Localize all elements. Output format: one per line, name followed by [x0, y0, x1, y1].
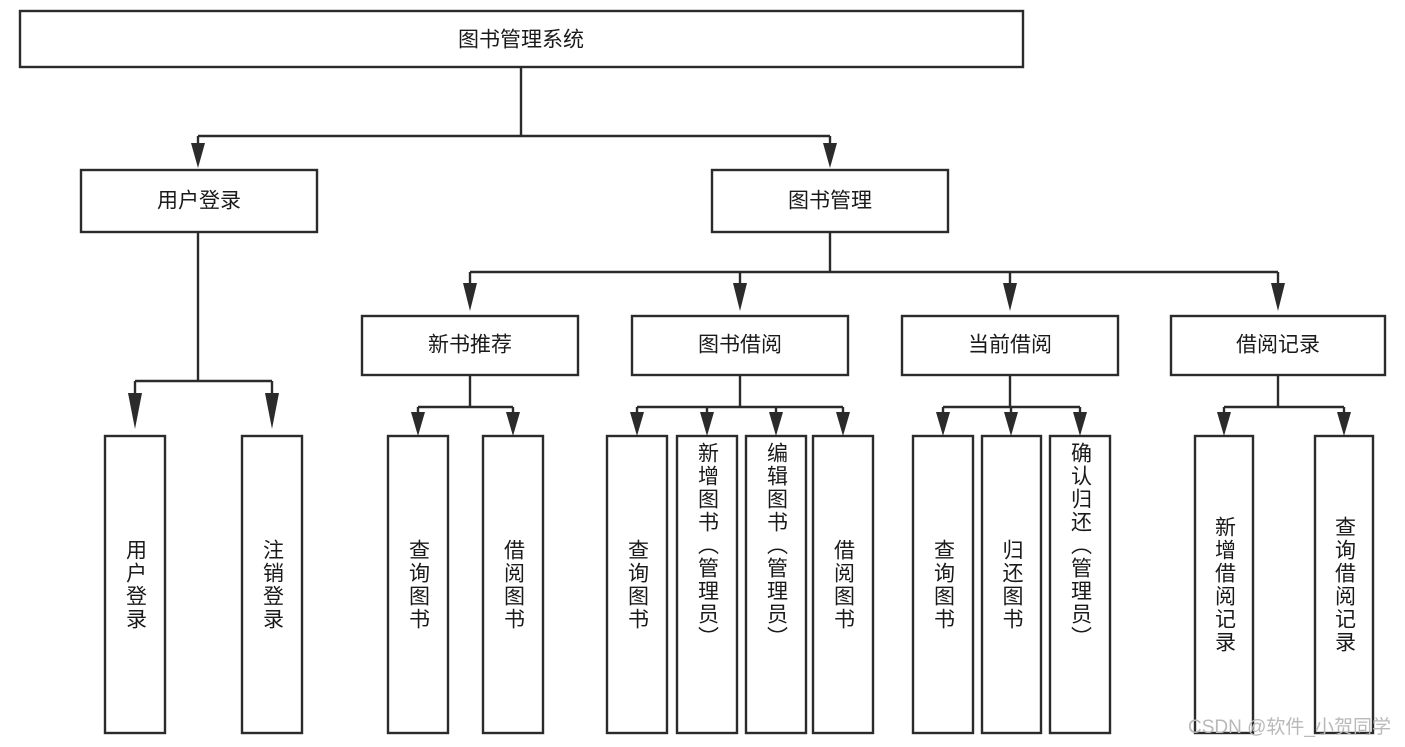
leaf-label-query-record: 查询借阅记录 [1332, 515, 1356, 654]
leaf-label-cell-return-book: 归还图书 [982, 436, 1041, 733]
node-root-box[interactable] [18, 9, 1025, 69]
leaf-label-cell-query-book-3: 查询图书 [913, 436, 973, 733]
leaf-label-cell-user-login: 用户登录 [105, 436, 165, 733]
arrow-head-borrow-record [1271, 283, 1285, 311]
node-borrow-record-label: 借阅记录 [1236, 334, 1320, 357]
leaf-label-logout-login: 注销登录 [260, 538, 284, 631]
leaf-box-confirm-return[interactable] [1048, 434, 1112, 735]
arrow-head-leaf-return-book [1004, 412, 1018, 436]
leaf-label-cell-add-record: 新增借阅记录 [1195, 436, 1253, 733]
node-root-label: 图书管理系统 [458, 29, 584, 52]
arrow-head-leaf-query-record [1337, 412, 1351, 436]
leaf-label-cell-borrow-book-1: 借阅图书 [483, 436, 543, 733]
arrow-head-book-borrow [733, 283, 747, 311]
arrow-head-leaf-query-book-3 [936, 412, 950, 436]
arrow-head-leaf-borrow-book-1 [506, 412, 520, 436]
leaf-label-add-record: 新增借阅记录 [1212, 515, 1236, 654]
leaf-box-borrow-book-2[interactable] [811, 434, 875, 735]
node-new-book-recommend[interactable]: 新书推荐 [360, 314, 580, 377]
leaf-label-borrow-book-2: 借阅图书 [831, 538, 855, 631]
connector-group-book-manage [463, 232, 1285, 311]
node-book-manage[interactable]: 图书管理 [710, 168, 950, 234]
leaf-box-query-book-1[interactable] [386, 434, 450, 735]
node-book-borrow-box[interactable] [630, 314, 850, 377]
leaf-label-query-book-3: 查询图书 [931, 538, 955, 631]
leaf-box-return-book[interactable] [980, 434, 1043, 735]
arrow-head-leaf-confirm-return [1073, 412, 1087, 436]
node-new-book-recommend-box[interactable] [360, 314, 580, 377]
leaf-label-cell-confirm-return: 确认归还（管理员） [1050, 436, 1110, 733]
connector-group-borrow-record [1217, 375, 1351, 436]
node-current-borrow-box[interactable] [900, 314, 1120, 377]
leaf-label-query-book-1: 查询图书 [406, 538, 430, 631]
node-book-manage-label: 图书管理 [788, 190, 872, 213]
node-user-login[interactable]: 用户登录 [79, 168, 319, 234]
leaf-label-cell-logout-login: 注销登录 [242, 436, 302, 733]
node-root[interactable]: 图书管理系统 [18, 9, 1025, 69]
node-user-login-box[interactable] [79, 168, 319, 234]
arrow-head-leaf-edit-book [769, 412, 783, 436]
arrow-head-user-login [191, 143, 205, 168]
connector-group-root [191, 67, 837, 168]
node-borrow-record-box[interactable] [1169, 314, 1387, 377]
arrow-head-leaf-query-book-1 [411, 412, 425, 436]
arrow-head-leaf-query-book-2 [630, 412, 644, 436]
leaf-label-cell-add-book: 新增图书（管理员） [677, 436, 737, 733]
leaf-label-cell-query-record: 查询借阅记录 [1315, 436, 1373, 733]
connector-group-new-book-recommend [411, 375, 520, 436]
leaf-label-cell-edit-book: 编辑图书（管理员） [746, 436, 806, 733]
leaf-label-query-book-2: 查询图书 [625, 538, 649, 631]
leaf-box-query-book-3[interactable] [911, 434, 975, 735]
arrow-head-leaf-user-login [128, 393, 142, 429]
connector-group-book-borrow [630, 375, 850, 436]
node-current-borrow-label: 当前借阅 [968, 334, 1052, 357]
node-new-book-recommend-label: 新书推荐 [428, 334, 512, 357]
leaf-label-cell-query-book-1: 查询图书 [388, 436, 448, 733]
leaf-box-query-book-2[interactable] [605, 434, 669, 735]
leaf-box-group [103, 434, 1375, 735]
leaf-label-user-login: 用户登录 [123, 538, 147, 631]
node-book-borrow[interactable]: 图书借阅 [630, 314, 850, 377]
arrow-head-leaf-add-book [700, 412, 714, 436]
csdn-watermark: CSDN @软件_小贺同学 [1188, 717, 1391, 738]
leaf-box-borrow-book-1[interactable] [481, 434, 545, 735]
leaf-label-cell-borrow-book-2: 借阅图书 [813, 436, 873, 733]
leaf-box-user-login[interactable] [103, 434, 167, 735]
arrow-head-current-borrow [1003, 283, 1017, 311]
leaf-box-edit-book[interactable] [744, 434, 808, 735]
arrow-head-leaf-logout-login [265, 393, 279, 429]
leaf-box-query-record[interactable] [1313, 434, 1375, 735]
connector-group-user-login [128, 232, 279, 429]
arrow-head-leaf-borrow-book-2 [836, 412, 850, 436]
leaf-box-add-book[interactable] [675, 434, 739, 735]
connector-group-current-borrow [936, 375, 1087, 436]
leaf-label-confirm-return: 确认归还（管理员） [1068, 442, 1092, 649]
node-book-borrow-label: 图书借阅 [698, 334, 782, 357]
node-user-login-label: 用户登录 [157, 190, 241, 213]
arrow-head-leaf-add-record [1217, 412, 1231, 436]
arrow-head-book-manage [823, 143, 837, 168]
node-book-manage-box[interactable] [710, 168, 950, 234]
node-borrow-record[interactable]: 借阅记录 [1169, 314, 1387, 377]
leaf-box-logout-login[interactable] [240, 434, 304, 735]
leaf-label-edit-book: 编辑图书（管理员） [764, 442, 788, 649]
leaf-label-return-book: 归还图书 [1000, 538, 1023, 631]
leaf-label-cell-query-book-2: 查询图书 [607, 436, 667, 733]
leaf-box-add-record[interactable] [1193, 434, 1255, 735]
leaf-label-borrow-book-1: 借阅图书 [501, 538, 525, 631]
leaf-label-add-book: 新增图书（管理员） [695, 442, 719, 649]
node-current-borrow[interactable]: 当前借阅 [900, 314, 1120, 377]
arrow-head-new-book-recommend [463, 283, 477, 311]
